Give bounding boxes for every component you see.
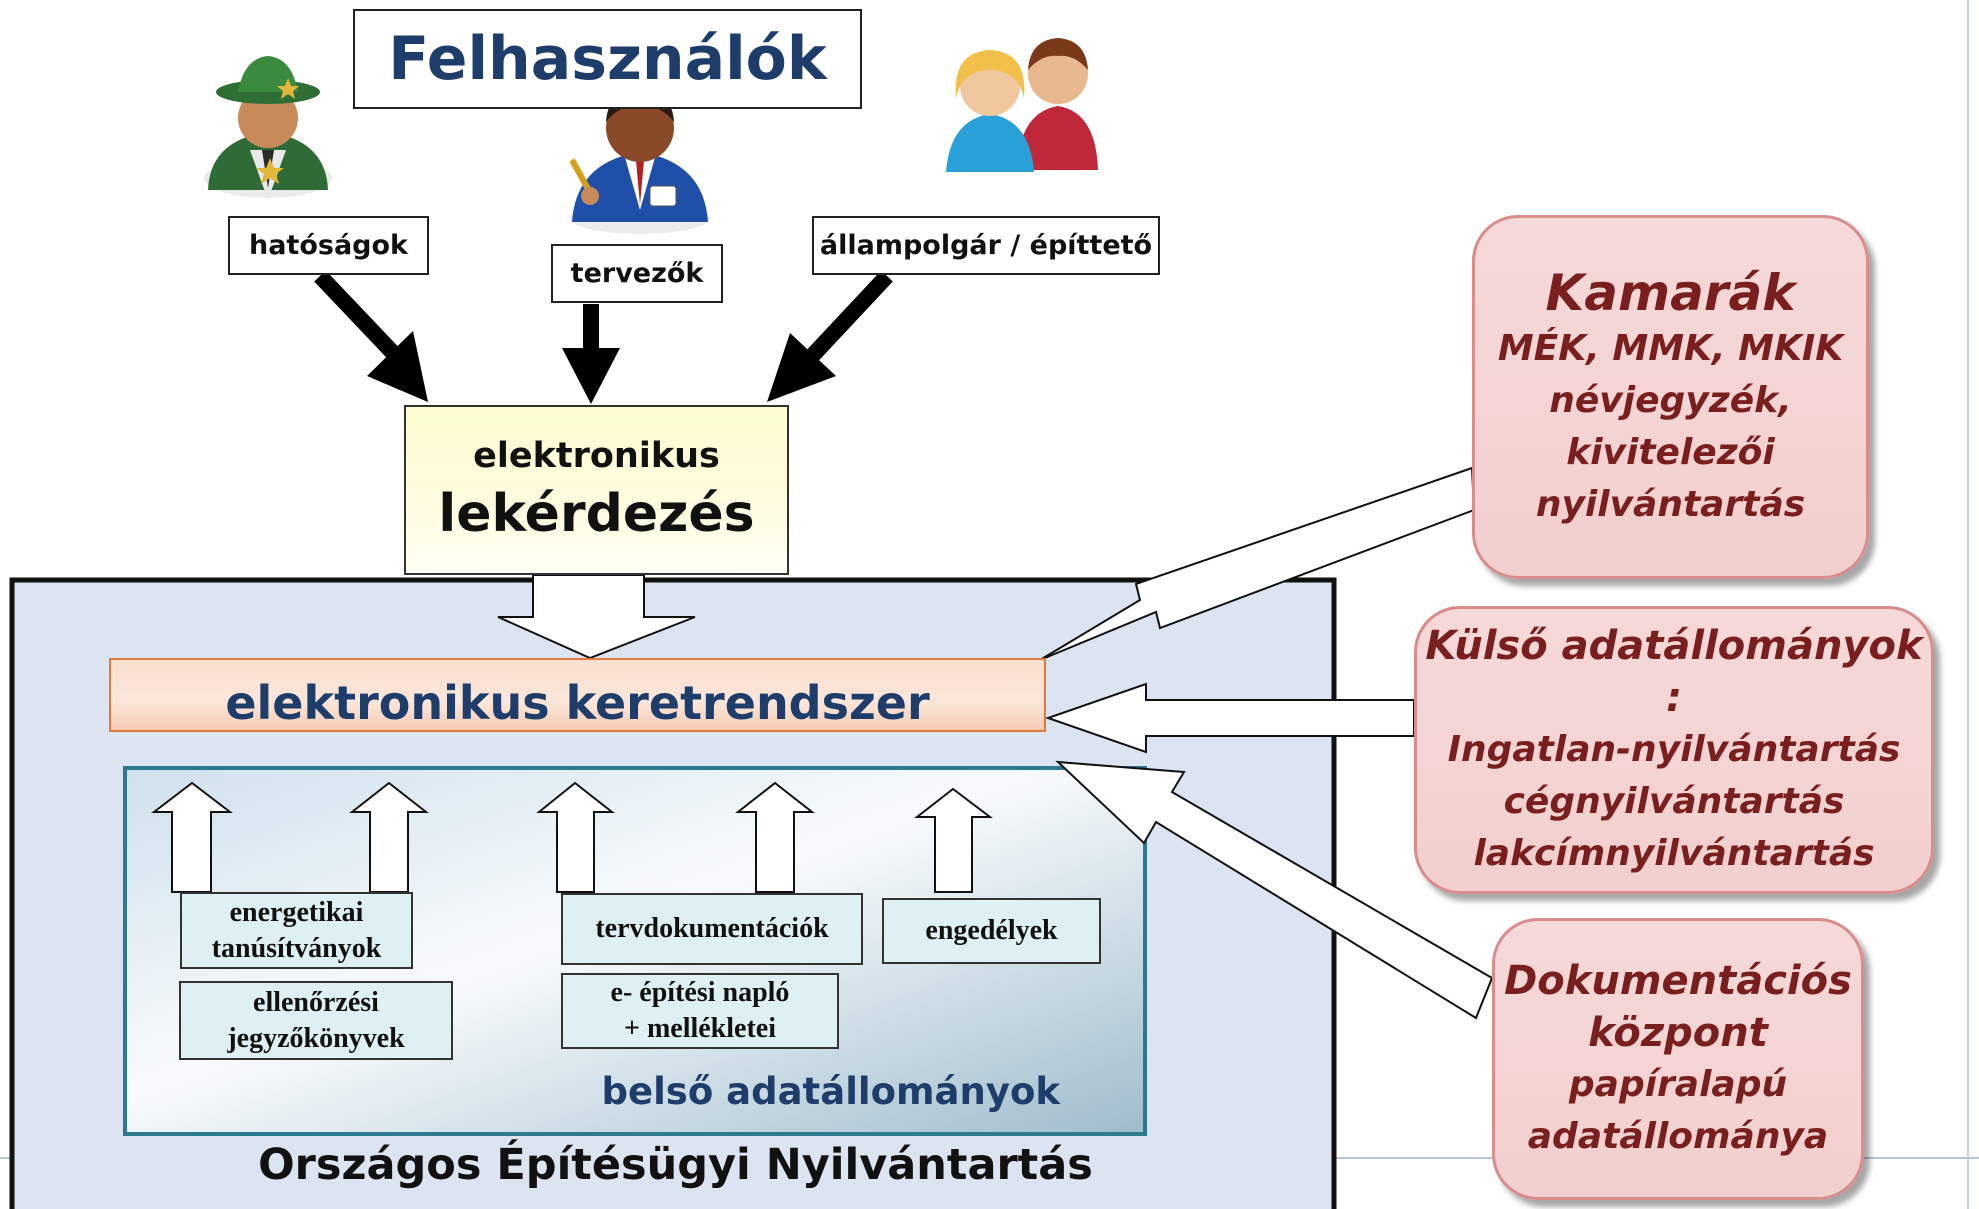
data-box-energy-certificates: energetikai tanúsítványok (180, 892, 413, 969)
up-arrow-3 (536, 781, 615, 893)
external-chambers: Kamarák MÉK, MMK, MKIK névjegyzék, kivit… (1472, 215, 1869, 579)
data-box-e-construction-log: e- építési napló + mellékletei (561, 973, 839, 1049)
up-arrow-1 (151, 781, 233, 893)
external-chambers-title: Kamarák (1545, 264, 1796, 322)
data-box-inspection-reports: ellenőrzési jegyzőkönyvek (179, 981, 453, 1060)
arrow-citizens (807, 270, 893, 361)
doc-center-title: Dokumentációs (1504, 958, 1852, 1004)
external-chambers-line: MÉK, MMK, MKIK (1497, 328, 1844, 369)
arrow-query-to-framework (497, 574, 696, 660)
up-arrow-5 (914, 787, 993, 893)
external-chambers-line: kivitelezői (1566, 432, 1775, 473)
arrow-authorities (314, 270, 401, 361)
query-line-1: elektronikus (473, 436, 720, 476)
up-arrow-2 (349, 781, 429, 893)
external-arrows (1039, 466, 1494, 1020)
external-chambers-line: nyilvántartás (1535, 484, 1806, 525)
arrow-chambers (1039, 466, 1476, 661)
arrow-authorities-head (367, 331, 428, 402)
external-documentation-center: Dokumentációs központ papíralapú adatáll… (1492, 918, 1864, 1200)
external-data-line: lakcímnyilvántartás (1473, 833, 1875, 874)
doc-center-line: központ (1588, 1010, 1768, 1056)
user-role-citizens: állampolgár / építtető (812, 216, 1160, 275)
data-box-permits: engedélyek (882, 898, 1101, 964)
page-title: Felhasználók (353, 9, 862, 109)
system-label: Országos Építésügyi Nyilvántartás (258, 1140, 1093, 1190)
external-data-title: Külső adatállományok : (1425, 623, 1923, 721)
arrow-external-data (1044, 682, 1415, 754)
doc-center-line: adatállománya (1527, 1116, 1829, 1157)
arrow-designers-head (562, 348, 620, 404)
user-arrows (314, 270, 893, 404)
external-data-sources: Külső adatállományok : Ingatlan-nyilvánt… (1414, 606, 1934, 894)
query-line-2: lekérdezés (438, 484, 755, 544)
electronic-framework-bar: elektronikus keretrendszer (109, 658, 1046, 732)
internal-data-label: belső adatállományok (601, 1070, 1060, 1113)
external-data-line: Ingatlan-nyilvántartás (1447, 729, 1901, 770)
officer-icon (204, 56, 332, 200)
designer-icon (569, 90, 710, 234)
up-arrow-4 (735, 781, 815, 893)
external-chambers-line: névjegyzék, (1549, 380, 1792, 421)
internal-up-arrows (151, 781, 993, 893)
user-role-authorities: hatóságok (228, 216, 429, 275)
electronic-query-box: elektronikus lekérdezés (404, 405, 789, 575)
external-data-line: cégnyilvántartás (1503, 781, 1845, 822)
arrow-citizens-head (767, 333, 836, 402)
citizens-icon (946, 38, 1098, 172)
doc-center-line: papíralapú (1568, 1064, 1788, 1105)
arrow-doc-center (1055, 760, 1494, 1020)
data-box-design-documentation: tervdokumentációk (561, 893, 863, 965)
user-role-designers: tervezők (551, 244, 723, 303)
